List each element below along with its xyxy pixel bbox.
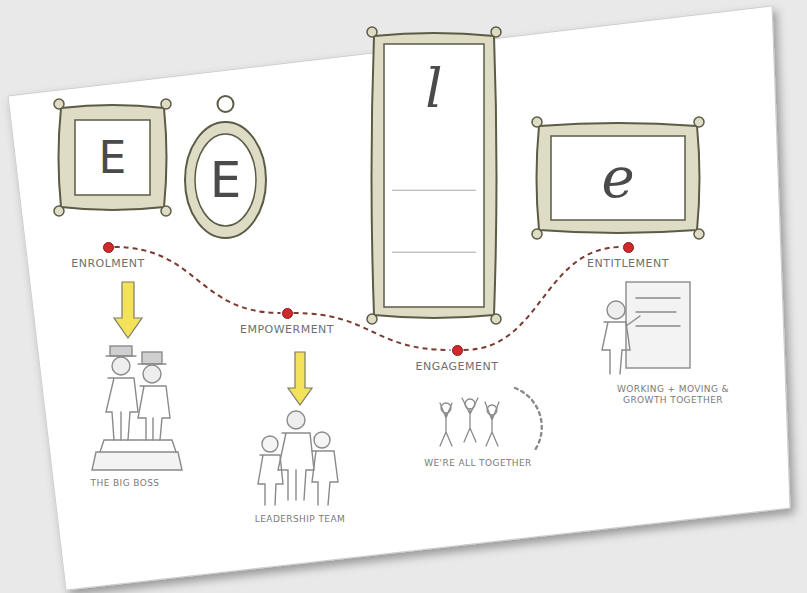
milestone-dot: ENTITLEMENT — [623, 242, 634, 253]
milestone-dot: EMPOWERMENT — [282, 308, 293, 319]
frame-letter: e — [601, 150, 634, 206]
figure-caption: THE BIG BOSS — [70, 478, 180, 489]
figure-caption: WE'RE ALL TOGETHER — [418, 458, 538, 469]
milestone-dot: ENROLMENT — [103, 242, 114, 253]
frame-letter: E — [210, 155, 242, 205]
tall-frame: l — [368, 28, 500, 323]
stage-label: ENGAGEMENT — [414, 360, 501, 373]
figure-caption: LEADERSHIP TEAM — [240, 514, 360, 525]
together-figure — [440, 388, 542, 450]
wide-frame: e — [533, 118, 703, 238]
team-figure — [258, 411, 338, 505]
paper — [8, 6, 790, 590]
board-figure — [602, 282, 690, 374]
stage-label: ENROLMENT — [69, 257, 147, 270]
stage-label: ENTITLEMENT — [585, 257, 671, 270]
red-dot — [623, 242, 634, 253]
red-dot — [103, 242, 114, 253]
frame-letter: E — [99, 136, 127, 180]
red-dot — [452, 345, 463, 356]
red-dot — [282, 308, 293, 319]
stage-label: EMPOWERMENT — [238, 323, 336, 336]
figure-caption: WORKING + MOVING & GROWTH TOGETHER — [598, 384, 748, 407]
statue-figure — [92, 346, 182, 470]
frame-letter: l — [425, 62, 442, 116]
milestone-dot: ENGAGEMENT — [452, 345, 463, 356]
square-frame: E — [55, 100, 170, 215]
oval-frame: E — [183, 108, 268, 240]
